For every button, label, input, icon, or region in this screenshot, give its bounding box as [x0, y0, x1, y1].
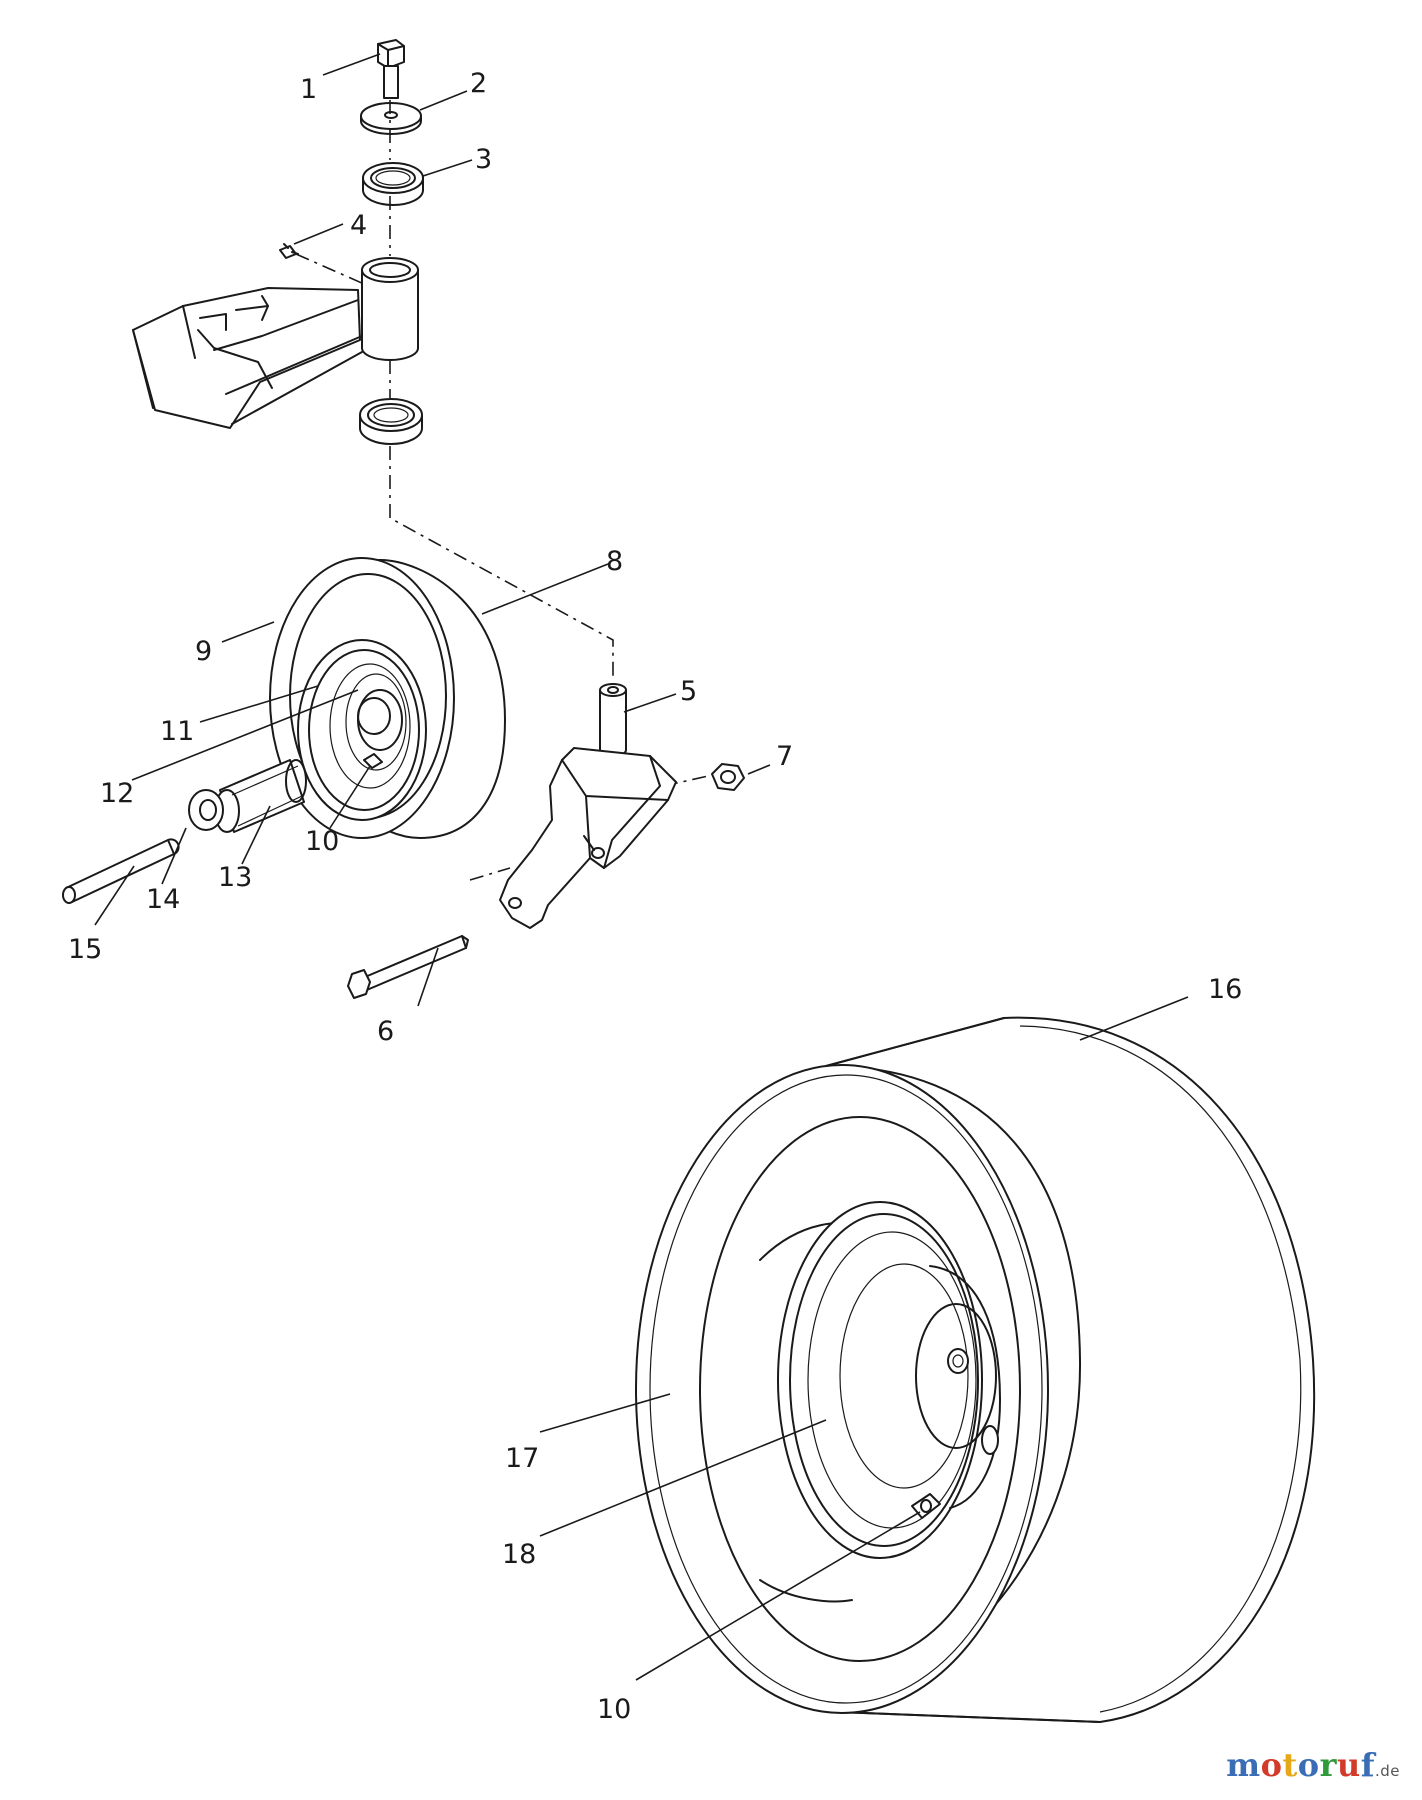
callout-11: 11 [160, 716, 194, 747]
logo-letter: o [1297, 1746, 1320, 1784]
callout-4: 4 [350, 210, 367, 241]
callout-6: 6 [377, 1016, 394, 1047]
logo-letter: m [1226, 1746, 1261, 1784]
callout-3: 3 [475, 144, 492, 175]
callout-14: 14 [146, 884, 180, 915]
callout-10-lower: 10 [597, 1694, 631, 1725]
nut-part-7 [711, 763, 745, 791]
logo-letter: r [1319, 1746, 1337, 1784]
callout-labels: 1 2 3 4 5 6 7 8 9 10 11 12 13 14 15 16 1… [68, 68, 1242, 1725]
callout-16: 16 [1208, 974, 1242, 1005]
grease-fitting-part-4 [279, 243, 299, 259]
logo-letter: u [1336, 1746, 1361, 1784]
bearing-part-3 [362, 162, 424, 206]
bolt-part-6 [347, 935, 469, 999]
spacer-part-13 [214, 759, 307, 833]
callout-9: 9 [195, 636, 212, 667]
logo-suffix: .de [1374, 1762, 1400, 1780]
callout-2: 2 [470, 68, 487, 99]
logo-letters: motoruf [1226, 1746, 1375, 1784]
callout-12: 12 [100, 778, 134, 809]
caster-yoke-part-5 [499, 683, 677, 929]
callout-17: 17 [505, 1443, 539, 1474]
callout-8: 8 [606, 546, 623, 577]
callout-10: 10 [305, 826, 339, 857]
callout-13: 13 [218, 862, 252, 893]
callout-7: 7 [776, 741, 793, 772]
callout-15: 15 [68, 934, 102, 965]
motoruf-logo: motoruf.de [1226, 1746, 1400, 1784]
washer-part-2 [360, 102, 422, 135]
callout-18: 18 [502, 1539, 536, 1570]
logo-letter: f [1360, 1746, 1375, 1784]
spindle-tube [361, 257, 419, 361]
callout-1: 1 [300, 74, 317, 105]
bolt-part-1 [377, 39, 405, 99]
leader-lines [94, 53, 1189, 1681]
bearing-lower [359, 398, 423, 445]
drive-wheel-part-16 [635, 1016, 1316, 1723]
logo-letter: o [1260, 1746, 1283, 1784]
caster-wheel-part-9 [269, 557, 506, 839]
logo-letter: t [1282, 1746, 1298, 1784]
callout-5: 5 [680, 676, 697, 707]
frame-arm [132, 287, 363, 429]
bushing-part-14 [188, 789, 224, 831]
